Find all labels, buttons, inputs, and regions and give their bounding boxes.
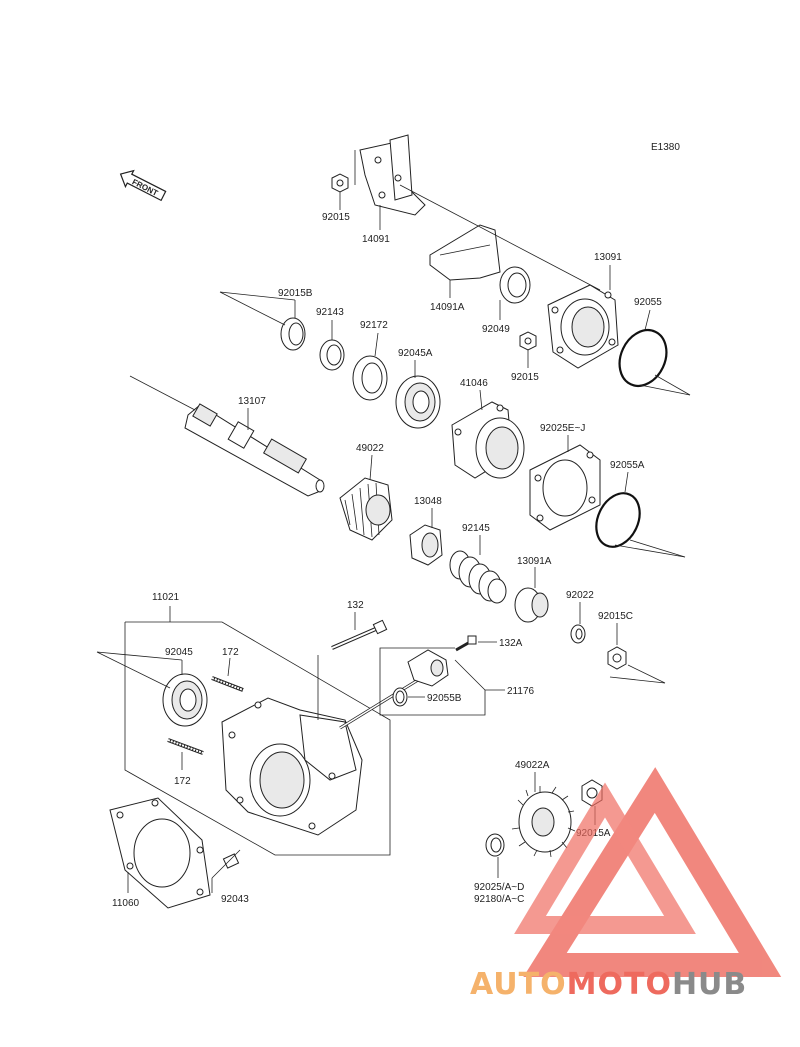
automotohub-logo [514, 767, 782, 977]
label-92045: 92045 [165, 647, 193, 658]
bracket-14091 [359, 134, 426, 216]
label-41046: 41046 [460, 378, 488, 389]
seal-92015B [280, 317, 306, 351]
label-13048: 13048 [414, 496, 442, 507]
label-92015C: 92015C [598, 611, 633, 622]
oring-92055B [392, 687, 408, 707]
gasket-11060 [109, 797, 211, 909]
shift-rod-21176 [339, 649, 449, 730]
bolt-132A [455, 635, 477, 652]
bracket-14091A [429, 224, 501, 281]
coupling-13048 [409, 524, 443, 566]
label-92025EJ: 92025E~J [540, 423, 585, 434]
gear-49022 [339, 477, 393, 541]
bolt-132 [331, 619, 388, 650]
label-92180AC: 92180/A~C [474, 894, 524, 905]
gear-49022A [511, 786, 576, 858]
label-11021: 11021 [152, 592, 180, 603]
label-13091: 13091 [594, 252, 622, 263]
label-92055: 92055 [634, 297, 662, 308]
label-13107: 13107 [238, 396, 266, 407]
spring-92145 [449, 550, 507, 604]
gear-case [221, 697, 363, 836]
label-49022A: 49022A [515, 760, 550, 771]
seal-92172 [352, 355, 388, 401]
bearing-92045A [395, 375, 441, 429]
nut-92015-top [331, 173, 349, 193]
label-92025AD: 92025/A~D [474, 882, 524, 893]
housing-41046 [451, 401, 525, 479]
label-92055B: 92055B [427, 693, 462, 704]
label-92043: 92043 [221, 894, 249, 905]
label-92145: 92145 [462, 523, 490, 534]
label-172-top: 172 [222, 647, 239, 658]
logo-text: AUTOMOTOHUB [470, 967, 747, 1002]
front-arrow-icon: FRONT [119, 169, 167, 202]
stud-172-bot [167, 738, 204, 755]
label-21176: 21176 [507, 686, 535, 697]
nut-92015-mid [519, 331, 537, 351]
label-132A: 132A [499, 638, 523, 649]
label-172-bot: 172 [174, 776, 191, 787]
label-92045A: 92045A [398, 348, 433, 359]
washer-92025 [485, 833, 505, 857]
label-11060: 11060 [112, 898, 140, 909]
label-92143: 92143 [316, 307, 344, 318]
bearing-92045 [162, 673, 208, 727]
label-92055A: 92055A [610, 460, 645, 471]
label-92015-mid: 92015 [511, 372, 539, 383]
nut-92015C [607, 646, 627, 670]
oring-92055A [595, 492, 641, 548]
label-14091: 14091 [362, 234, 390, 245]
diagram-code: E1380 [651, 142, 680, 153]
label-92022: 92022 [566, 590, 594, 601]
label-92015B: 92015B [278, 288, 313, 299]
label-49022: 49022 [356, 443, 384, 454]
cap-13091A [514, 587, 549, 623]
cover-13091 [547, 284, 619, 369]
stud-172-top [211, 676, 244, 692]
bearing-92049 [499, 266, 531, 304]
label-92172: 92172 [360, 320, 388, 331]
label-92015-top: 92015 [322, 212, 350, 223]
label-92049: 92049 [482, 324, 510, 335]
oring-92055 [618, 329, 668, 387]
shaft-13107 [184, 403, 325, 497]
pin-92043 [222, 853, 240, 869]
gasket-92025EJ [529, 444, 601, 531]
label-132: 132 [347, 600, 364, 611]
collar-92143 [319, 339, 345, 371]
label-14091A: 14091A [430, 302, 465, 313]
label-13091A: 13091A [517, 556, 552, 567]
washer-92022 [570, 624, 586, 644]
